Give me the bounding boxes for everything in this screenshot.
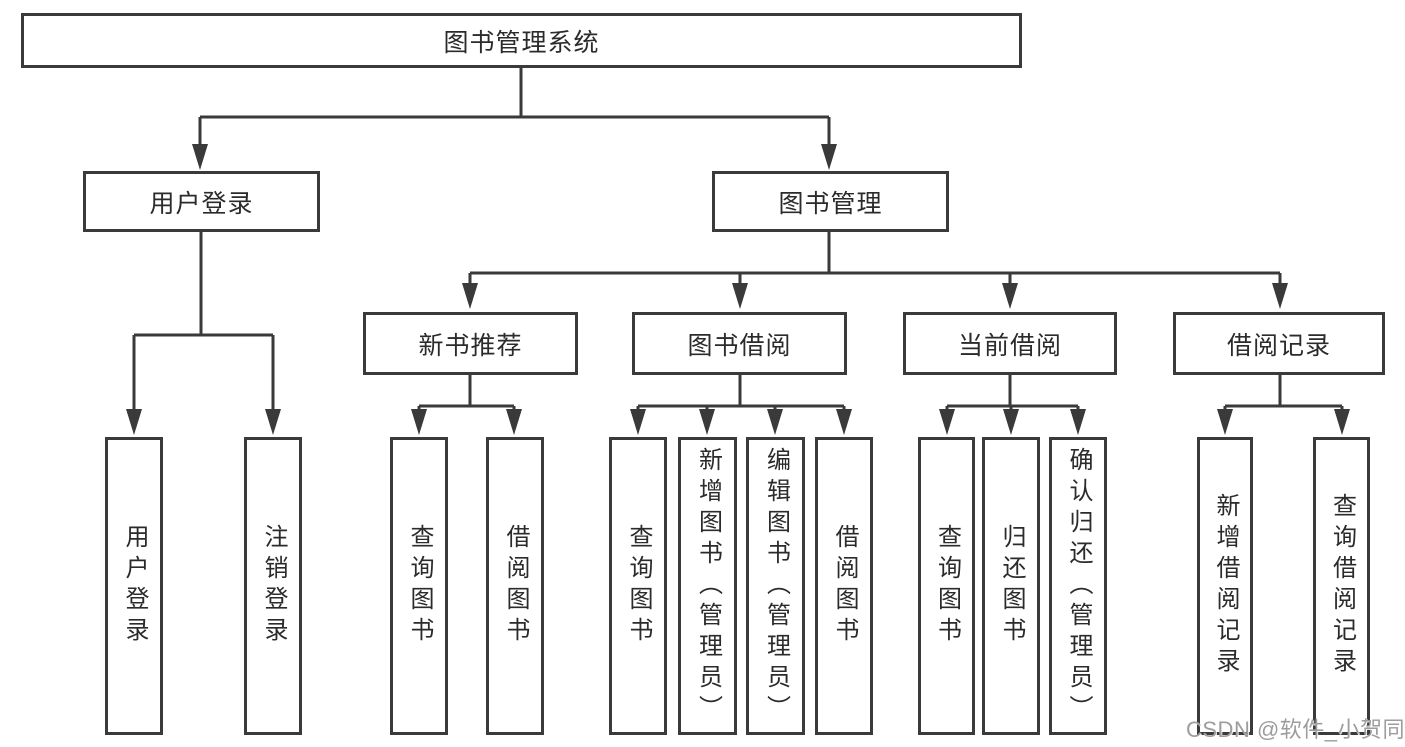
node-root: 图书管理系统 <box>21 13 1022 68</box>
node-book-management-label: 图书管理 <box>778 189 883 218</box>
node-current-borrow-label: 当前借阅 <box>957 331 1062 360</box>
leaf-user-login: 用户登录 <box>105 437 163 735</box>
leaf-return-book-label: 归还图书 <box>998 524 1025 648</box>
leaf-borrow-book: 借阅图书 <box>815 437 873 735</box>
leaf-edit-book-admin: 编辑图书（管理员） <box>746 437 805 735</box>
node-book-borrow-label: 图书借阅 <box>687 331 792 360</box>
leaf-add-book-admin: 新增图书（管理员） <box>678 437 737 735</box>
leaf-query-borrow-record: 查询借阅记录 <box>1313 437 1370 735</box>
leaf-confirm-return-admin: 确认归还（管理员） <box>1049 437 1107 735</box>
leaf-edit-book-admin-label: 编辑图书（管理员） <box>762 446 790 726</box>
node-new-book-recommend: 新书推荐 <box>363 312 578 375</box>
node-borrow-records-label: 借阅记录 <box>1226 331 1331 360</box>
node-book-management: 图书管理 <box>712 171 949 232</box>
leaf-query-book-label: 查询图书 <box>406 524 433 648</box>
leaf-borrow-book: 借阅图书 <box>486 437 544 735</box>
arrowheads <box>126 144 1350 435</box>
leaf-query-book: 查询图书 <box>918 437 975 735</box>
node-user-login-label: 用户登录 <box>149 189 254 218</box>
leaf-query-book: 查询图书 <box>390 437 448 735</box>
node-borrow-records: 借阅记录 <box>1173 312 1385 375</box>
node-root-label: 图书管理系统 <box>443 28 600 57</box>
leaf-borrow-book-label: 借阅图书 <box>502 524 529 648</box>
leaf-return-book: 归还图书 <box>982 437 1040 735</box>
leaf-logout-label: 注销登录 <box>260 524 287 648</box>
leaf-user-login-label: 用户登录 <box>121 524 148 648</box>
watermark-text: CSDN @软件_小贺同学 <box>1186 717 1405 742</box>
leaf-add-borrow-record: 新增借阅记录 <box>1197 437 1253 735</box>
leaf-add-borrow-record-label: 新增借阅记录 <box>1212 493 1239 679</box>
node-user-login: 用户登录 <box>83 171 320 232</box>
leaf-query-book-label: 查询图书 <box>933 524 961 648</box>
leaf-confirm-return-admin-label: 确认归还（管理员） <box>1065 446 1092 726</box>
node-book-borrow: 图书借阅 <box>632 312 847 375</box>
node-new-book-recommend-label: 新书推荐 <box>418 331 523 360</box>
leaf-borrow-book-label: 借阅图书 <box>831 524 858 648</box>
node-current-borrow: 当前借阅 <box>903 312 1117 375</box>
leaf-query-borrow-record-label: 查询借阅记录 <box>1328 493 1356 679</box>
leaf-add-book-admin-label: 新增图书（管理员） <box>694 446 722 726</box>
leaf-query-book-label: 查询图书 <box>625 524 652 648</box>
leaf-logout: 注销登录 <box>244 437 302 735</box>
leaf-query-book: 查询图书 <box>609 437 667 735</box>
